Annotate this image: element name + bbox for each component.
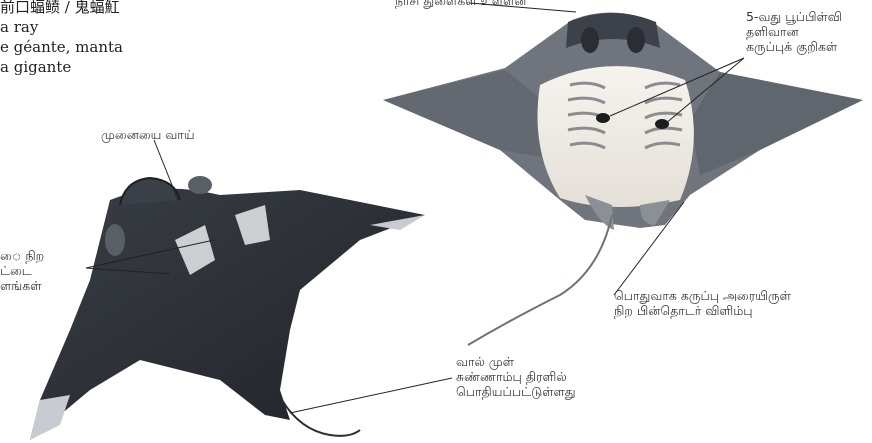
gill-mark-left	[596, 113, 610, 123]
label-gill-line1: 5-வது பூப்பிள்வி	[746, 9, 842, 24]
label-patch-line2: ட்டை	[0, 263, 44, 278]
left-cephalic-fin	[581, 27, 599, 53]
label-border-line2: நிற பின்தொடர் விளிம்பு	[614, 303, 791, 318]
dorsal-tail	[282, 400, 360, 436]
label-tail-line3: பொதியப்பட்டுள்ளது	[456, 384, 576, 399]
label-patch-line3: ளங்கள்	[0, 278, 44, 293]
label-tail-line2: சுண்ணாம்பு திரளில்	[456, 369, 576, 384]
label-patch-line1: ை நிற	[0, 248, 44, 263]
right-wing-shade	[690, 72, 863, 175]
right-cephalic-fin	[627, 27, 645, 53]
gill-mark-right	[655, 119, 669, 129]
dorsal-manta	[30, 176, 425, 440]
label-gill-line2: தளிவான	[746, 24, 842, 39]
label-tail-line1: வால் முள்	[456, 354, 576, 369]
dorsal-body	[30, 189, 425, 440]
ventral-belly	[538, 66, 694, 207]
wingtip-left	[30, 395, 70, 440]
label-top-cut: நாசி துளைகள் உள்ளன	[395, 0, 527, 8]
label-patches: ை நிற ட்டை ளங்கள்	[0, 248, 44, 293]
label-mouth: முனையை வாய்	[101, 127, 195, 142]
cephalic-fin-upper	[188, 176, 212, 194]
cephalic-fin-lower	[105, 224, 125, 256]
label-gill-marks: 5-வது பூப்பிள்வி தளிவான கருப்புக் குறிகள…	[746, 9, 842, 54]
label-border-line1: பொதுவாக கருப்பு அரையிருள்	[614, 288, 791, 303]
label-gill-line3: கருப்புக் குறிகள்	[746, 39, 842, 54]
leader-tail	[290, 378, 452, 413]
ventral-tail	[468, 215, 612, 345]
label-trailing-border: பொதுவாக கருப்பு அரையிருள் நிற பின்தொடர் …	[614, 288, 791, 318]
label-tail-spine: வால் முள் சுண்ணாம்பு திரளில் பொதியப்பட்ட…	[456, 354, 576, 399]
